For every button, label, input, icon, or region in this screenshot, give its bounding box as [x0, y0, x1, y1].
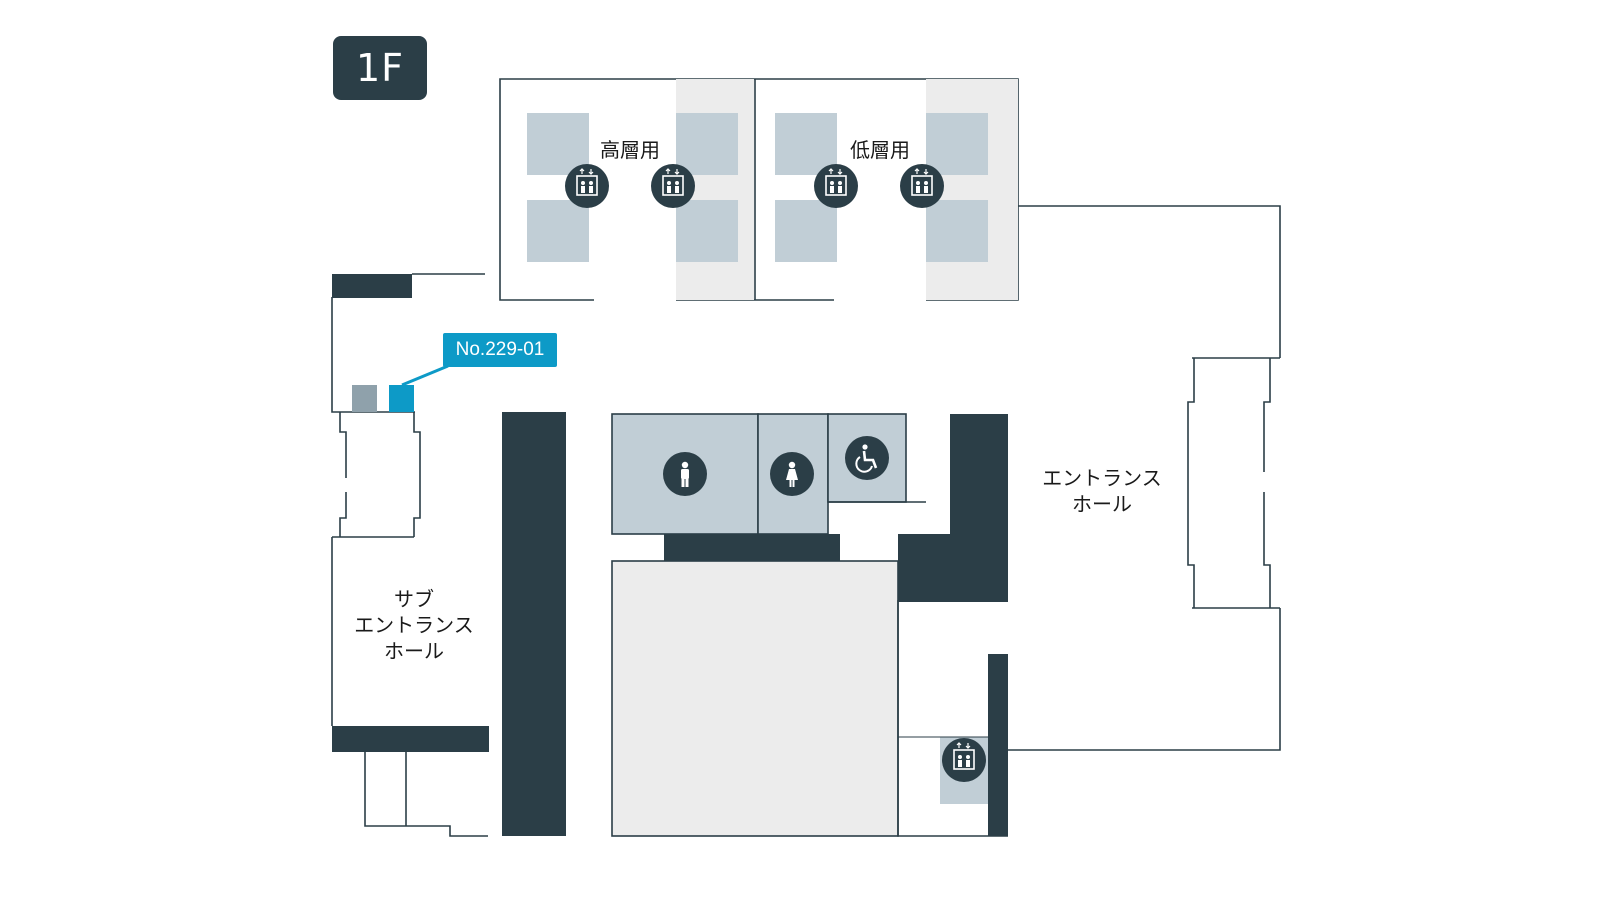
- elevator-icon: [942, 738, 986, 782]
- wheelchair-icon: [845, 436, 889, 480]
- wall-block: [898, 534, 958, 602]
- elevator-car: [676, 113, 738, 175]
- male-restroom-icon: [663, 452, 707, 496]
- elevator-icon: [814, 164, 858, 208]
- target-unit: [389, 385, 414, 412]
- elevator-car: [527, 200, 589, 262]
- neighbor-unit: [352, 385, 377, 412]
- sub-entrance-line3: ホール: [384, 639, 444, 663]
- right-wing-outline: [1018, 205, 1281, 358]
- elevator-car: [926, 200, 988, 262]
- wall-block: [664, 534, 840, 561]
- wall-block: [332, 274, 412, 298]
- elevator-car: [676, 200, 738, 262]
- callout-leader: [401, 364, 449, 387]
- wall-block: [332, 726, 489, 752]
- entrance-hall-label: エントランス ホール: [1042, 465, 1162, 517]
- entrance-hall-line2: ホール: [1072, 492, 1132, 516]
- wall-block: [950, 414, 1008, 602]
- entrance-hall-line1: エントランス: [1042, 466, 1162, 490]
- high-rise-elevator-label: 高層用: [600, 138, 660, 162]
- elevator-car: [775, 113, 837, 175]
- low-rise-elevator-label: 低層用: [850, 138, 910, 162]
- floor-badge: 1F: [333, 36, 427, 100]
- sub-entrance-line1: サブ: [394, 587, 434, 611]
- elevator-icon: [900, 164, 944, 208]
- elevator-icon: [565, 164, 609, 208]
- elevator-icon: [651, 164, 695, 208]
- sub-entrance-hall-label: サブ エントランス ホール: [354, 586, 474, 664]
- elevator-car: [775, 200, 837, 262]
- elevator-car: [527, 113, 589, 175]
- sub-entrance-line2: エントランス: [354, 613, 474, 637]
- elevator-car: [926, 113, 988, 175]
- female-restroom-icon: [770, 452, 814, 496]
- unit-callout-label[interactable]: No.229-01: [443, 333, 557, 367]
- wall-block: [988, 654, 1008, 836]
- wall-block: [502, 412, 566, 836]
